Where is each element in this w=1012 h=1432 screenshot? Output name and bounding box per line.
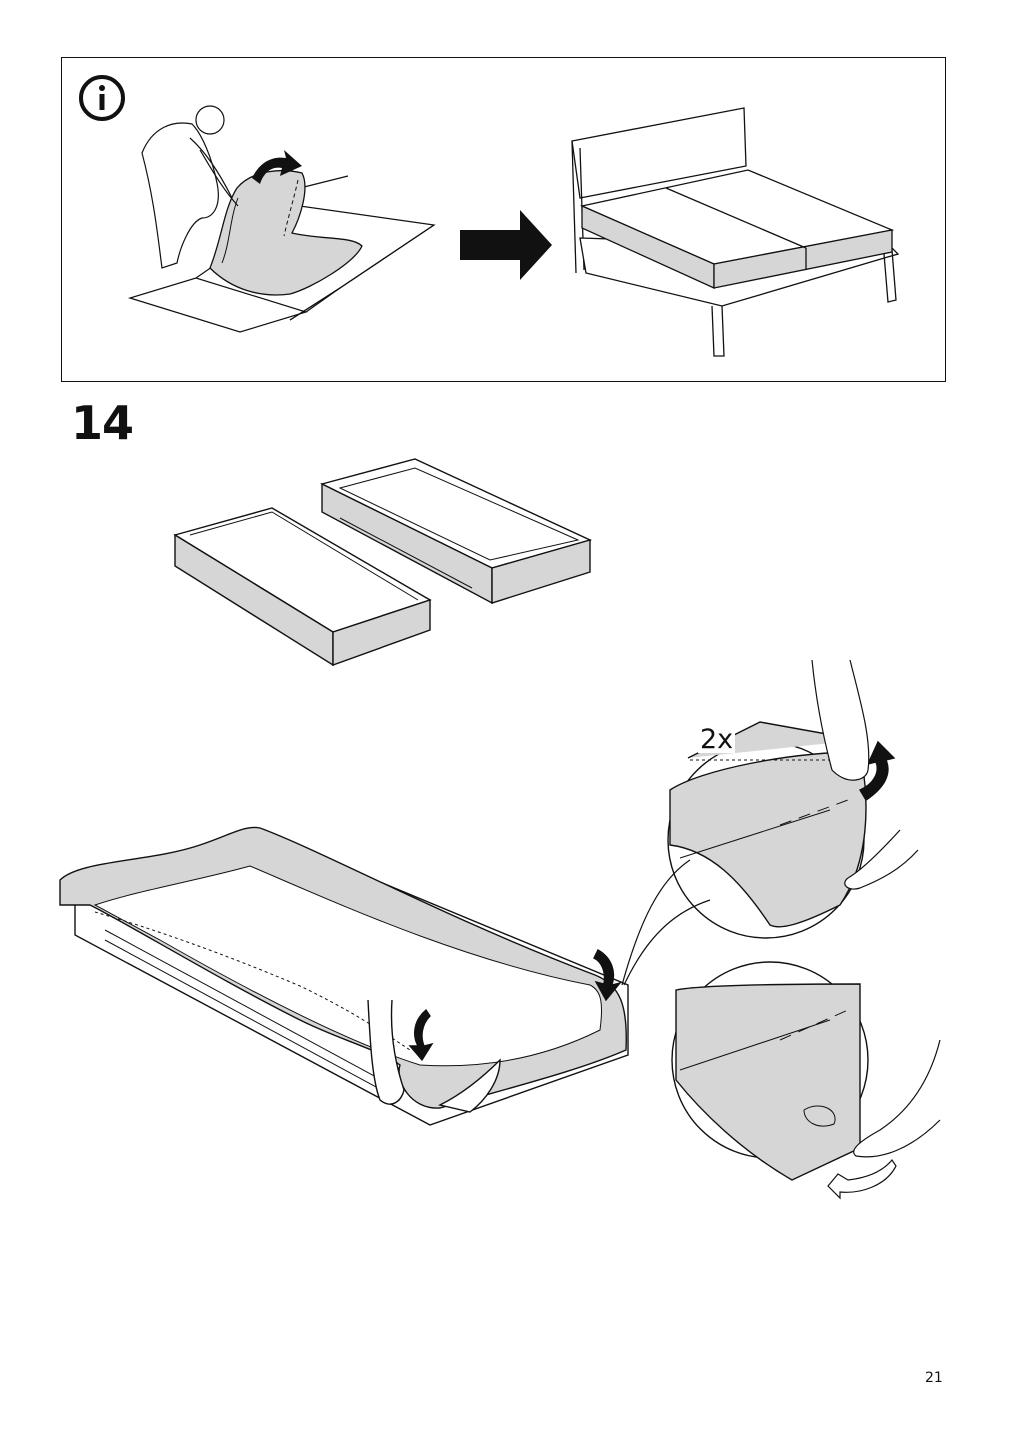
hand-top: [811, 659, 870, 781]
detail-circle-upper: [667, 659, 919, 939]
hand-side: [844, 829, 919, 890]
cushion-left: [173, 507, 432, 667]
person-figure: [141, 105, 239, 269]
lift-arrow-icon: [252, 150, 302, 184]
cover-fabric: [209, 170, 363, 296]
hand-left: [367, 999, 405, 1105]
page-number: 21: [925, 1370, 943, 1386]
cushion-cover-illustration: [59, 826, 629, 1126]
unpacking-illustration: [127, 105, 900, 357]
turn-arrow-icon: [858, 740, 896, 801]
hand-bottom: [853, 1039, 941, 1158]
cushion-right: [320, 458, 593, 605]
pull-arrow-icon: [827, 1158, 897, 1200]
hand-right: [437, 1058, 501, 1113]
multiplier-label: 2x: [698, 724, 736, 755]
fold-arrow-icon: [593, 949, 622, 1002]
info-panel: [61, 57, 946, 382]
detail-connector-lines: [621, 859, 711, 986]
next-arrow-icon: [460, 210, 552, 280]
step-number: 14: [71, 396, 134, 450]
step-illustration: [59, 458, 941, 1200]
fold-arrow-icon: [408, 1008, 434, 1062]
info-icon: [79, 75, 125, 121]
bed-illustration: [571, 107, 900, 357]
detail-circle-lower: [671, 961, 941, 1200]
